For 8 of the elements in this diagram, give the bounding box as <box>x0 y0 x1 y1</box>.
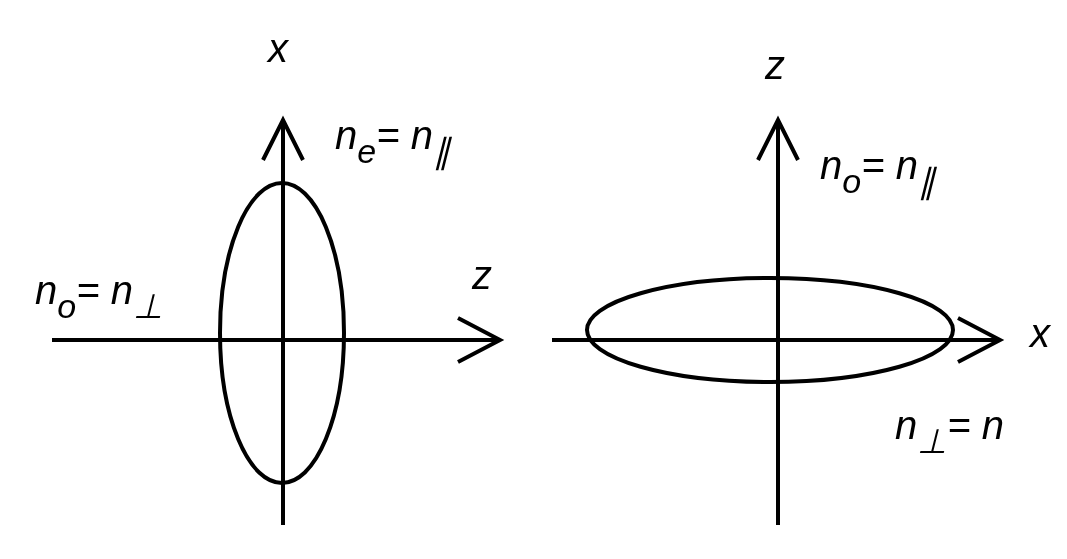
index-ellipse <box>218 181 346 485</box>
refractive-index-label: n$_{⊥}$= n <box>895 405 1004 458</box>
index-ellipse <box>585 276 955 384</box>
axis-label: x <box>268 28 288 68</box>
refractive-index-label: n$_{o}$= n$_{⊥}$ <box>35 270 163 323</box>
axis-label: z <box>472 255 492 295</box>
axis-label: x <box>1030 313 1050 353</box>
axis-label: z <box>765 45 785 85</box>
